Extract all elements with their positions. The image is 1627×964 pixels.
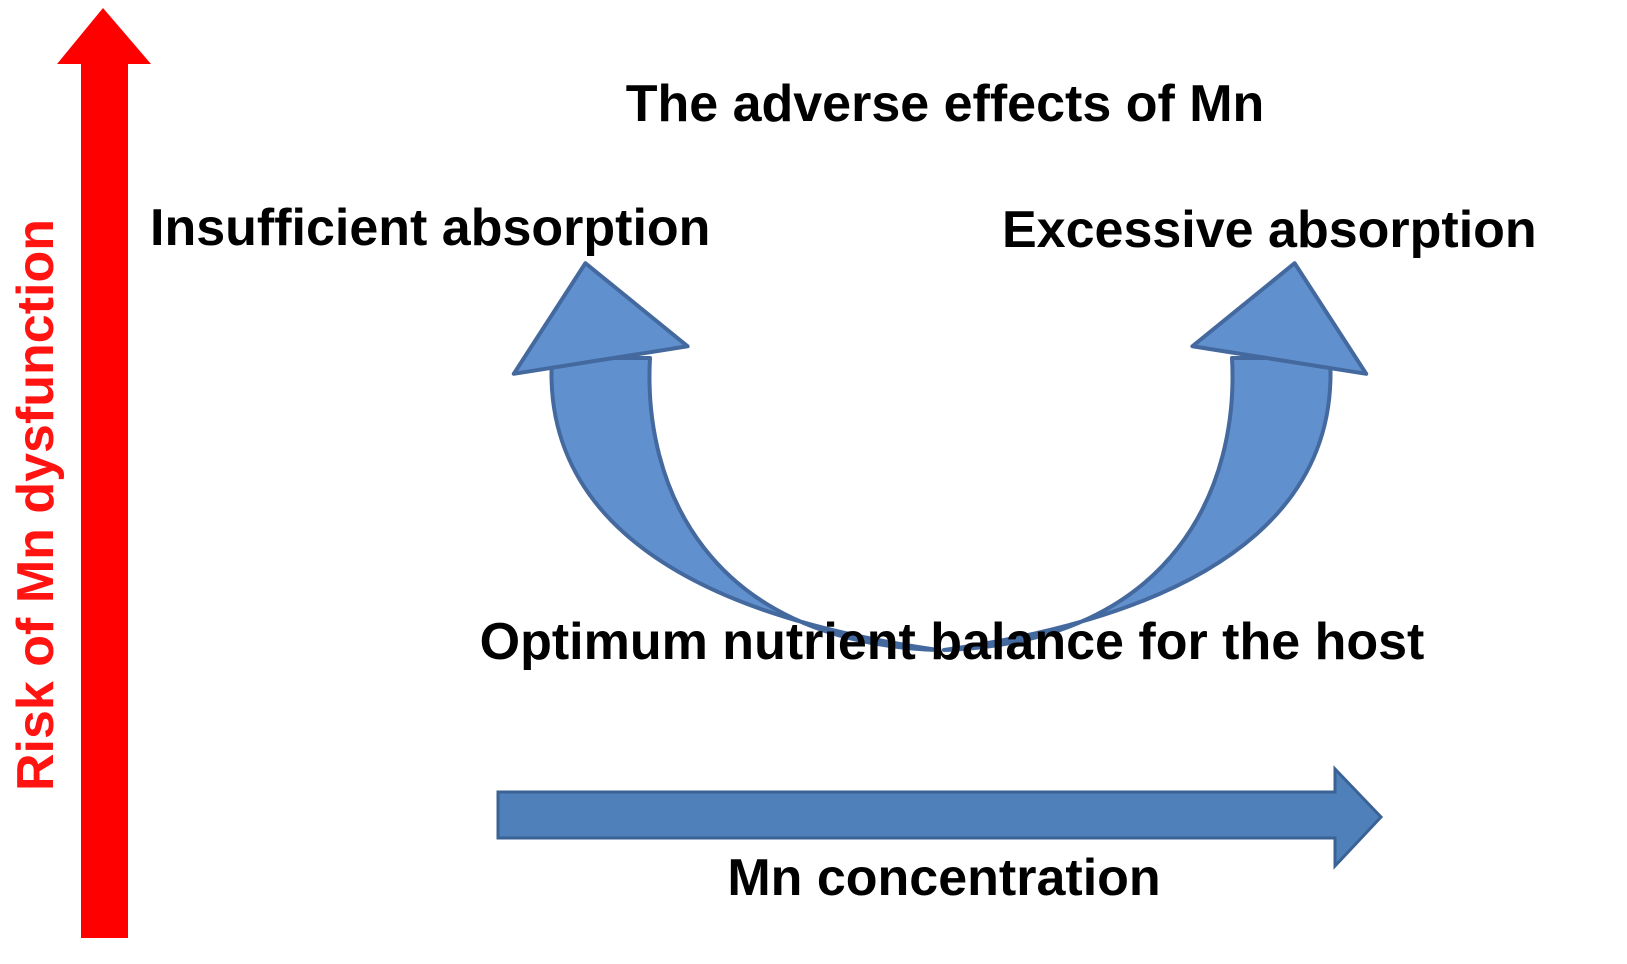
concentration-axis-label: Mn concentration (727, 849, 1161, 907)
excessive-absorption-label: Excessive absorption (1002, 201, 1537, 259)
u-curve-right-band (942, 356, 1333, 652)
risk-axis-arrow (57, 8, 151, 938)
concentration-axis-arrow (496, 765, 1384, 870)
u-curve-right-arrowhead (1190, 261, 1369, 376)
u-curve-left-arrowhead (511, 261, 690, 376)
diagram-title: The adverse effects of Mn (625, 75, 1265, 133)
insufficient-absorption-label: Insufficient absorption (150, 199, 711, 257)
u-curve-left-band (549, 356, 940, 652)
risk-axis-label: Risk of Mn dysfunction (7, 219, 65, 791)
optimum-balance-label: Optimum nutrient balance for the host (479, 613, 1425, 671)
